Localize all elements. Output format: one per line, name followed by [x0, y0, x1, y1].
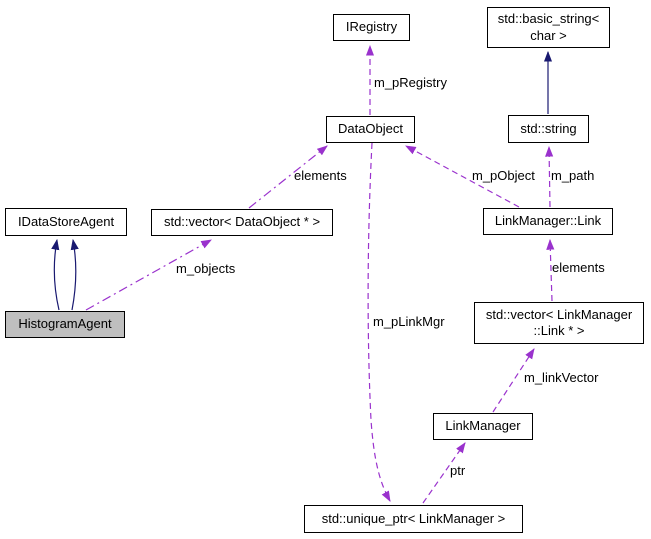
class-node-linkmanager[interactable]: LinkManager	[433, 413, 533, 440]
class-node-linkmanager-link[interactable]: LinkManager::Link	[483, 208, 613, 235]
edge-label-m-pregistry: m_pRegistry	[374, 75, 447, 90]
edge-label-elements-left: elements	[294, 168, 347, 183]
class-node-unique-ptr-linkmanager[interactable]: std::unique_ptr< LinkManager >	[304, 505, 523, 533]
edge-m-objects	[85, 239, 212, 311]
class-node-iregistry[interactable]: IRegistry	[333, 14, 410, 41]
class-node-dataobject[interactable]: DataObject	[326, 116, 415, 143]
edge-m-pobject	[405, 145, 520, 208]
class-node-std-basic-string[interactable]: std::basic_string< char >	[487, 7, 610, 48]
edge-label-ptr: ptr	[450, 463, 466, 478]
class-node-vector-linkmanager-link[interactable]: std::vector< LinkManager ::Link * >	[474, 302, 644, 344]
edge-m-plinkmgr	[367, 142, 391, 502]
edge-ptr	[422, 442, 466, 504]
class-node-idatastoreagent[interactable]: IDataStoreAgent	[5, 208, 127, 236]
edge-histogramagent-inherits-a	[51, 238, 60, 311]
edge-label-m-path: m_path	[551, 168, 595, 183]
edge-label-m-objects: m_objects	[176, 261, 236, 276]
edge-m-path	[545, 145, 554, 208]
edge-label-m-plinkmgr: m_pLinkMgr	[373, 314, 445, 329]
edge-m-linkvector	[492, 348, 535, 413]
edge-elements-link	[546, 238, 555, 302]
edge-label-m-linkvector: m_linkVector	[524, 370, 599, 385]
edge-label-m-pobject: m_pObject	[472, 168, 535, 183]
class-node-vector-dataobject[interactable]: std::vector< DataObject * >	[151, 209, 333, 236]
edge-elements-dataobject	[248, 145, 328, 209]
class-node-std-string[interactable]: std::string	[508, 115, 589, 143]
edge-histogramagent-inherits-b	[70, 238, 79, 311]
edge-label-elements-right: elements	[552, 260, 605, 275]
class-node-histogramagent[interactable]: HistogramAgent	[5, 311, 125, 338]
